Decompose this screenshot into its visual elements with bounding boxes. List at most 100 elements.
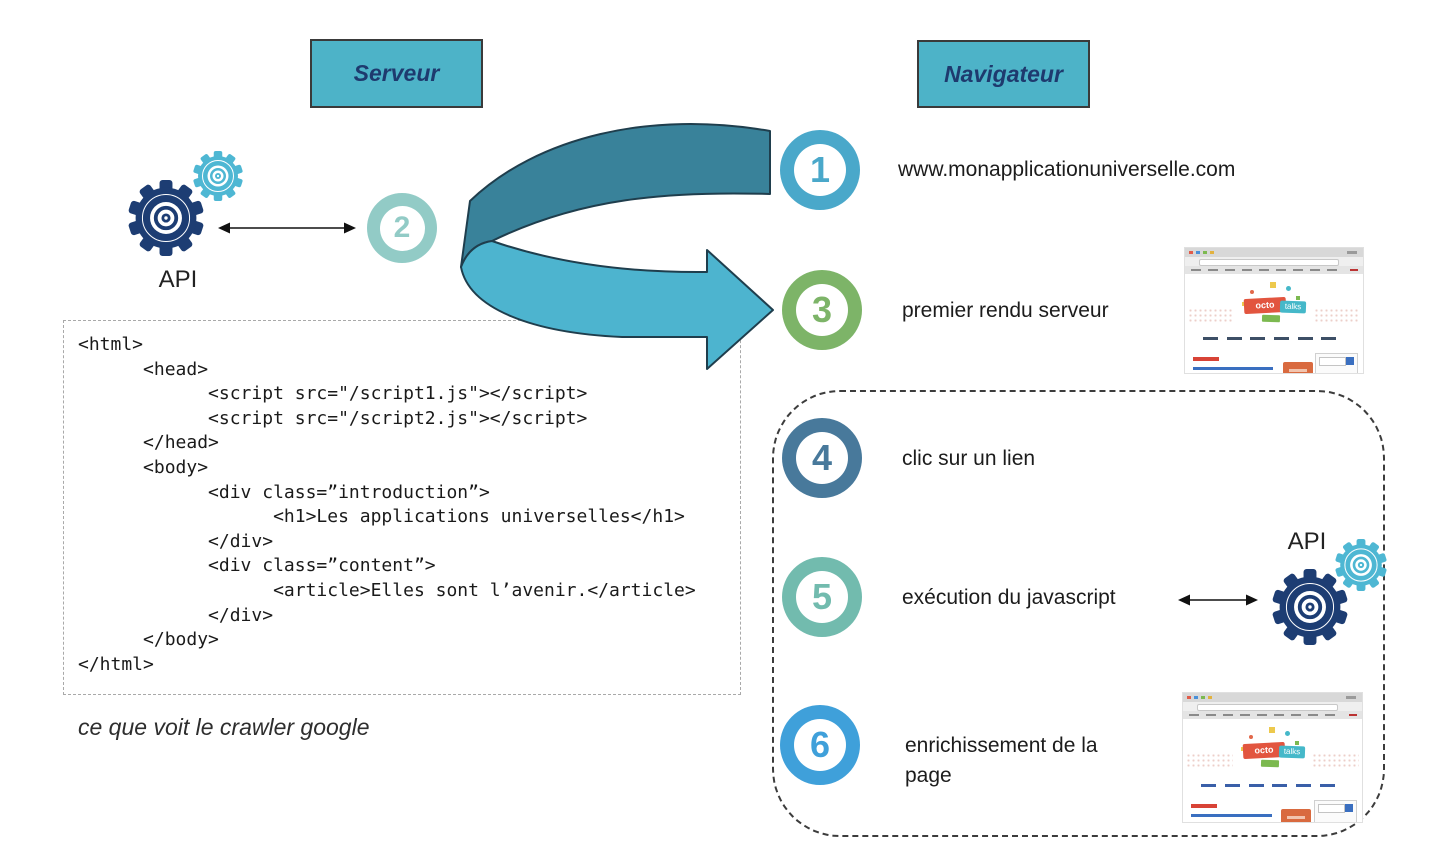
thumb-bookmark-dash (1240, 714, 1250, 716)
api-gear-large-left-icon (128, 180, 204, 256)
step-2-badge: 2 (367, 193, 437, 263)
swoosh-arrow-top-band (460, 123, 771, 268)
thumb-bookmark-dash (1327, 269, 1337, 271)
thumb-bookmark-dash (1276, 269, 1286, 271)
thumb-bookmark-dash (1189, 714, 1199, 716)
thumb-bookmark-dash (1308, 714, 1318, 716)
step-5-label: exécution du javascript (902, 586, 1116, 609)
thumb-bookmark-dash (1291, 714, 1301, 716)
api-label-right: API (1287, 528, 1327, 555)
thumb-tab-dot (1201, 696, 1205, 699)
thumb-tab-dot (1203, 251, 1207, 254)
thumb-tab-dot (1210, 251, 1214, 254)
thumb-bookmark-dash (1191, 269, 1201, 271)
thumb-window-dot (1346, 696, 1356, 699)
step-1-label: www.monapplicationuniverselle.com (898, 158, 1236, 181)
api-label-left: API (158, 266, 198, 293)
thumb-bookmark-dash (1349, 714, 1357, 716)
api-gear-small-left-icon (193, 151, 243, 201)
thumb-nav-item (1296, 783, 1312, 787)
thumb-bookmark-dash (1293, 269, 1303, 271)
thumb-bookmark-dash (1206, 714, 1216, 716)
thumb-logo-confetti (1286, 286, 1291, 291)
step-3-badge: 3 (782, 270, 862, 350)
thumb-button-label-dash (1287, 816, 1306, 820)
thumb-nav-item (1273, 336, 1289, 340)
step-3-label: premier rendu serveur (902, 299, 1109, 322)
thumb-logo-confetti (1284, 731, 1290, 736)
thumb-logo-confetti (1270, 282, 1276, 288)
thumb-search-field (1317, 804, 1345, 814)
thumb-bookmark-dash (1310, 269, 1320, 271)
step-1-number: 1 (809, 149, 831, 190)
thumb-bookmark-dash (1325, 714, 1335, 716)
thumb-nav-item (1321, 336, 1337, 340)
thumb-red-rule (1193, 356, 1219, 361)
thumb-logo-confetti (1250, 290, 1254, 294)
thumb-red-rule (1191, 804, 1217, 809)
thumb-address-bar (1197, 704, 1338, 711)
step-4-badge: 4 (782, 418, 862, 498)
thumb-bookmark-dash (1223, 714, 1233, 716)
thumb-bookmark-dash (1274, 714, 1284, 716)
step-6-badge: 6 (780, 705, 860, 785)
thumb-search-icon (1346, 356, 1354, 365)
thumb-logo-green-chip (1261, 314, 1281, 323)
server-column-header: Serveur (310, 39, 483, 108)
thumb-orange-button (1281, 809, 1312, 822)
thumb-nav-item (1250, 336, 1266, 340)
step-5-number: 5 (811, 576, 833, 617)
thumb-bookmarks-row (1185, 266, 1363, 274)
thumb-bookmark-dash (1242, 269, 1252, 271)
thumb-logo-confetti (1248, 735, 1253, 739)
thumb-tab-dot (1196, 251, 1200, 254)
left-double-arrow (218, 222, 356, 234)
thumb-nav-menu (1200, 783, 1344, 789)
step-2-number: 2 (393, 211, 411, 244)
code-caption: ce que voit le crawler google (78, 714, 370, 740)
thumb-logo-confetti (1268, 727, 1275, 733)
thumb-tab-dot (1189, 251, 1193, 254)
thumb-nav-item (1224, 783, 1240, 787)
thumb-bookmark-dash (1257, 714, 1267, 716)
thumb-texture-left (1186, 753, 1233, 769)
thumb-sidebar-box (1315, 352, 1358, 373)
step-4-label: clic sur un lien (902, 447, 1036, 470)
step-1-badge: 1 (780, 130, 860, 210)
step-3-number: 3 (811, 289, 833, 330)
thumb-orange-button (1282, 361, 1313, 373)
thumb-button-label-dash (1288, 368, 1307, 372)
thumb-logo-confetti (1296, 296, 1300, 300)
thumb-bookmark-dash (1208, 269, 1218, 271)
thumb-nav-menu (1202, 336, 1345, 342)
thumb-tab-strip (1185, 248, 1363, 257)
thumb-logo-green-chip (1260, 759, 1279, 768)
code-pre: <html> <head> <script src="/script1.js">… (78, 334, 696, 675)
thumb-logo-confetti (1294, 741, 1299, 745)
thumb-bookmark-dash (1259, 269, 1269, 271)
thumb-search-field (1319, 356, 1346, 366)
thumb-texture-right (1312, 753, 1359, 769)
thumb-window-dot (1347, 251, 1357, 254)
thumb-texture-left (1188, 308, 1235, 324)
thumb-address-bar-row (1183, 702, 1362, 711)
step-6-label: enrichissement de la page (905, 734, 1098, 787)
thumb-address-bar (1199, 259, 1339, 266)
code-block (63, 320, 741, 695)
browser-column-title: Navigateur (944, 60, 1063, 87)
thumb-tab-dot (1187, 696, 1191, 699)
thumb-texture-right (1313, 308, 1360, 324)
step-4-number: 4 (811, 437, 833, 478)
step-5-badge: 5 (782, 557, 862, 637)
dashed-flow-group (772, 390, 1385, 837)
thumb-text-line (1191, 814, 1272, 818)
thumb-nav-item (1320, 783, 1336, 787)
thumb-bookmark-dash (1225, 269, 1235, 271)
thumb-bookmarks-row (1183, 711, 1362, 719)
